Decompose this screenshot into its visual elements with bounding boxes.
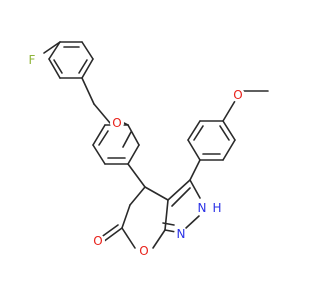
atom-label-f: F [29,53,36,67]
atom-oxygen-ether: O [110,116,124,130]
bond [187,139,201,161]
bond [162,222,175,226]
bond [81,77,95,105]
bond [93,103,111,124]
bond [78,59,88,74]
bond [48,41,61,60]
bond [127,144,140,165]
atom-oxygen-ring: O [137,244,151,258]
bond [127,163,146,188]
bond [222,120,236,141]
atom-fluorine: F [24,52,40,68]
bond [189,179,201,199]
bond [121,204,131,229]
atom-hydrogen-nh: H [211,201,223,215]
bond [43,41,61,54]
atom-label-o-ether: O [112,116,121,130]
bond [152,229,166,249]
molecule-diagram: F O O O O N N H [24,41,269,258]
bond [102,227,123,243]
bond [48,58,61,79]
atom-label-h: H [212,201,221,215]
bond [167,179,191,201]
bond [127,124,140,146]
atom-label-o-ring: O [139,244,148,258]
bond [99,224,119,239]
bond [171,187,191,207]
atom-layer: F O O O O N N H [24,52,245,258]
bond [121,227,136,249]
bond [92,124,106,146]
bond [92,144,106,165]
bond [53,59,63,74]
atom-label-o-methoxy: O [233,88,242,102]
atom-nitrogen-n2: N [195,201,209,215]
bond [219,125,230,141]
bond [187,120,201,141]
atom-label-n1: N [177,227,186,241]
bond [185,215,200,229]
atom-label-n2: N [198,201,207,215]
bond [222,139,236,161]
bond [164,199,169,231]
atom-oxygen-methoxy: O [231,88,245,102]
atom-oxygen-carbonyl: O [91,234,105,248]
bond [98,130,109,146]
bond [164,229,177,233]
atom-nitrogen-n1: N [174,227,188,241]
bond [189,159,201,181]
bond [193,125,204,141]
bond [81,41,94,60]
bond [144,186,169,201]
bond [222,100,236,122]
atom-label-o-carbonyl: O [93,234,102,248]
bond [81,58,94,79]
bond-layer [43,41,269,249]
bond [129,186,146,206]
bond [122,131,132,148]
